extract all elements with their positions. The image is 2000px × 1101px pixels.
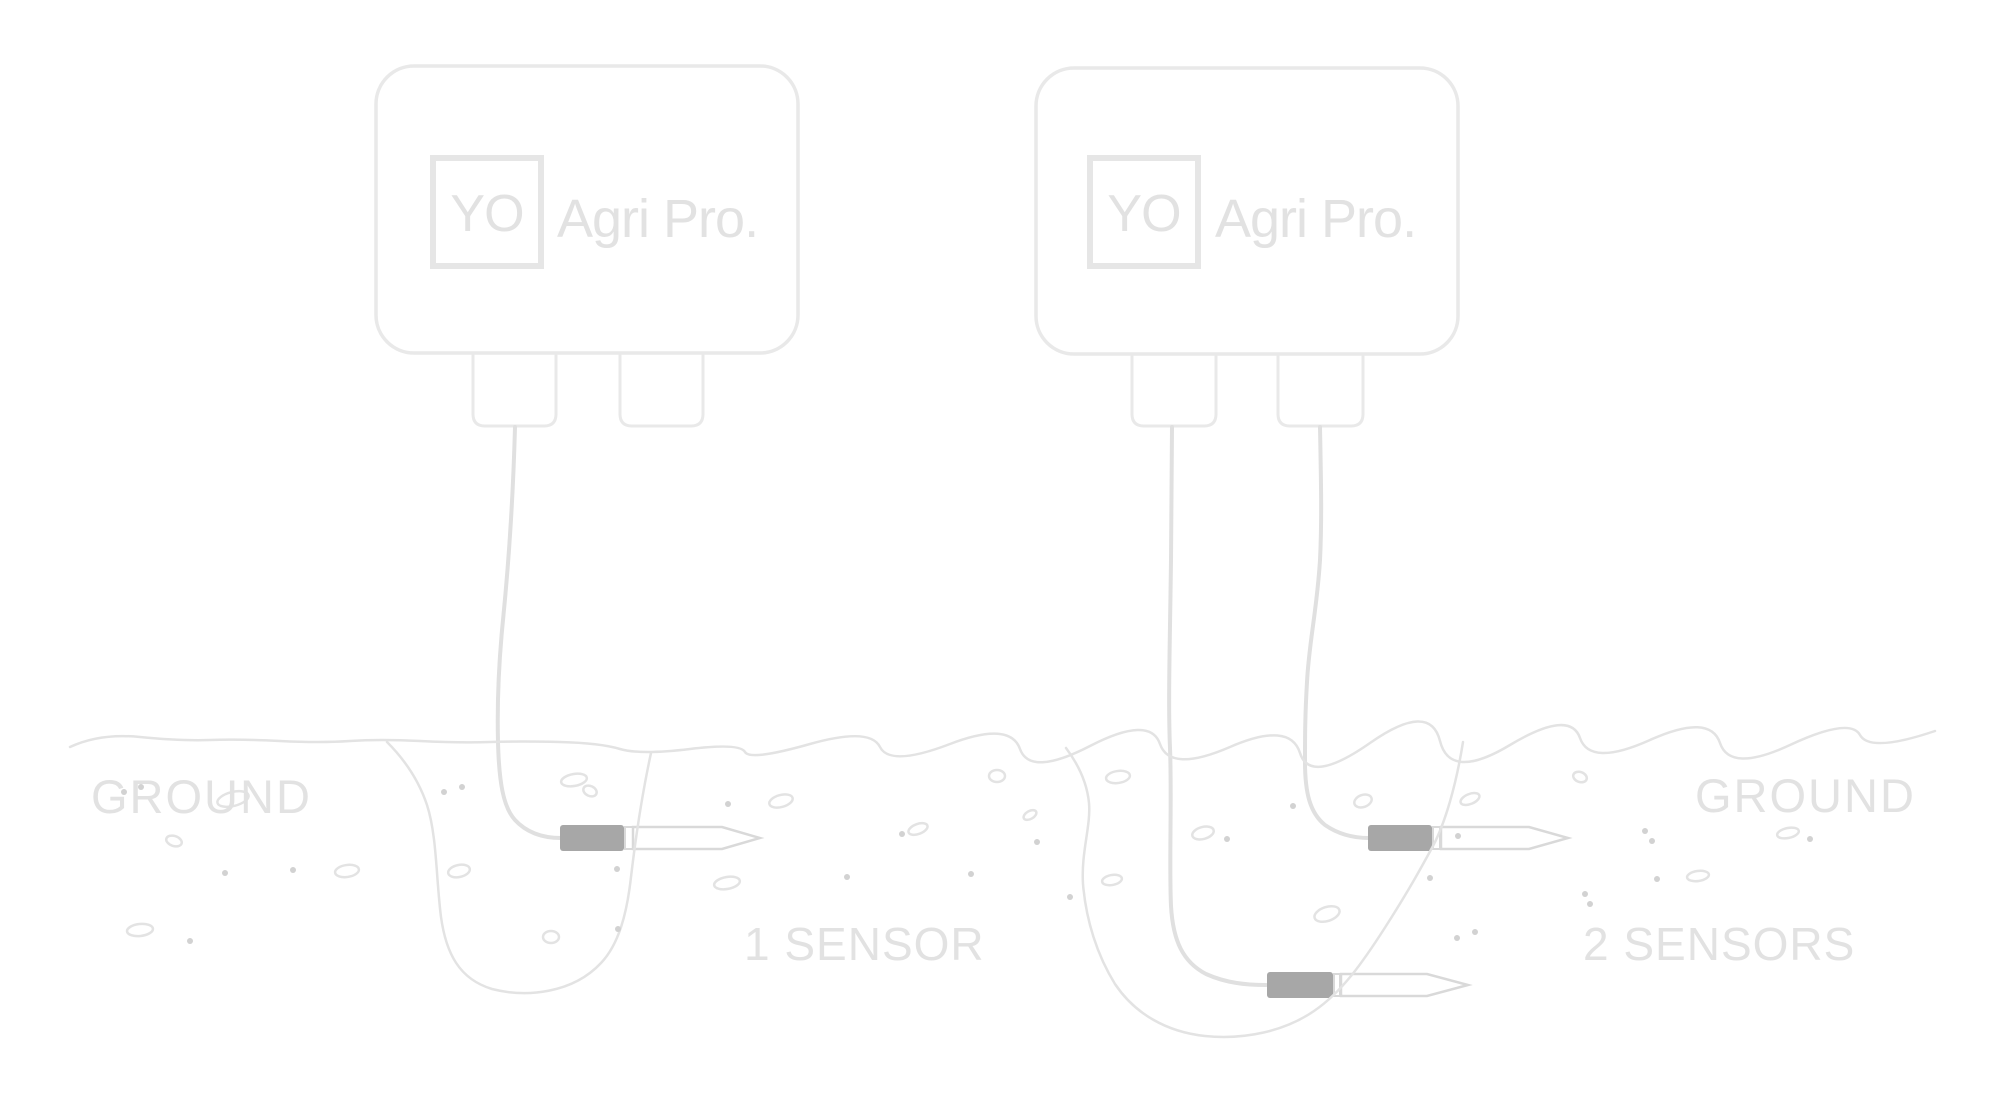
sensor-2-deep-probe (1339, 972, 1473, 998)
device-2-logo-square (1087, 155, 1201, 269)
sensor-2-deep-body (1267, 972, 1333, 998)
device-1-port-2 (618, 354, 705, 428)
ground-label-left: GROUND (91, 770, 312, 823)
soil-speckles (121, 768, 1813, 945)
device-2-enclosure (1034, 66, 1460, 356)
device-2-port-1 (1130, 355, 1218, 428)
trench-1-outline (385, 740, 653, 995)
sensor-1-body (560, 825, 624, 851)
caption-1-sensor: 1 SENSOR (744, 918, 985, 970)
device-2-logo-abbr: YO (1107, 185, 1180, 243)
device-1: YO Agri Pro. (374, 64, 800, 840)
sensor-1-probe (631, 825, 765, 851)
ground-label-right: GROUND (1695, 769, 1916, 822)
sensor-2-deep (1267, 972, 1473, 998)
device-2-brand-text: Agri Pro. (1215, 189, 1416, 249)
device-1-enclosure (374, 64, 800, 355)
device-1-port-1 (471, 354, 558, 428)
device-1-logo-square (430, 155, 544, 269)
device-2-sensor-cable-shallow (1302, 425, 1371, 840)
sensor-2-shallow (1368, 825, 1573, 851)
caption-2-sensors: 2 SENSORS (1583, 918, 1855, 970)
device-2-sensor-cable-deep (1167, 425, 1268, 987)
device-1-logo-abbr: YO (450, 185, 523, 243)
sensor-1 (560, 825, 765, 851)
sensor-2-shallow-body (1368, 825, 1432, 851)
device-2-port-2 (1276, 355, 1365, 428)
device-2: YO Agri Pro. (1034, 66, 1460, 987)
device-1-sensor-cable (495, 425, 563, 840)
trench-2-outline (1064, 740, 1465, 1039)
device-1-brand-text: Agri Pro. (557, 189, 758, 249)
sensor-2-shallow-probe (1439, 825, 1573, 851)
ground-surface-line (68, 720, 1937, 769)
